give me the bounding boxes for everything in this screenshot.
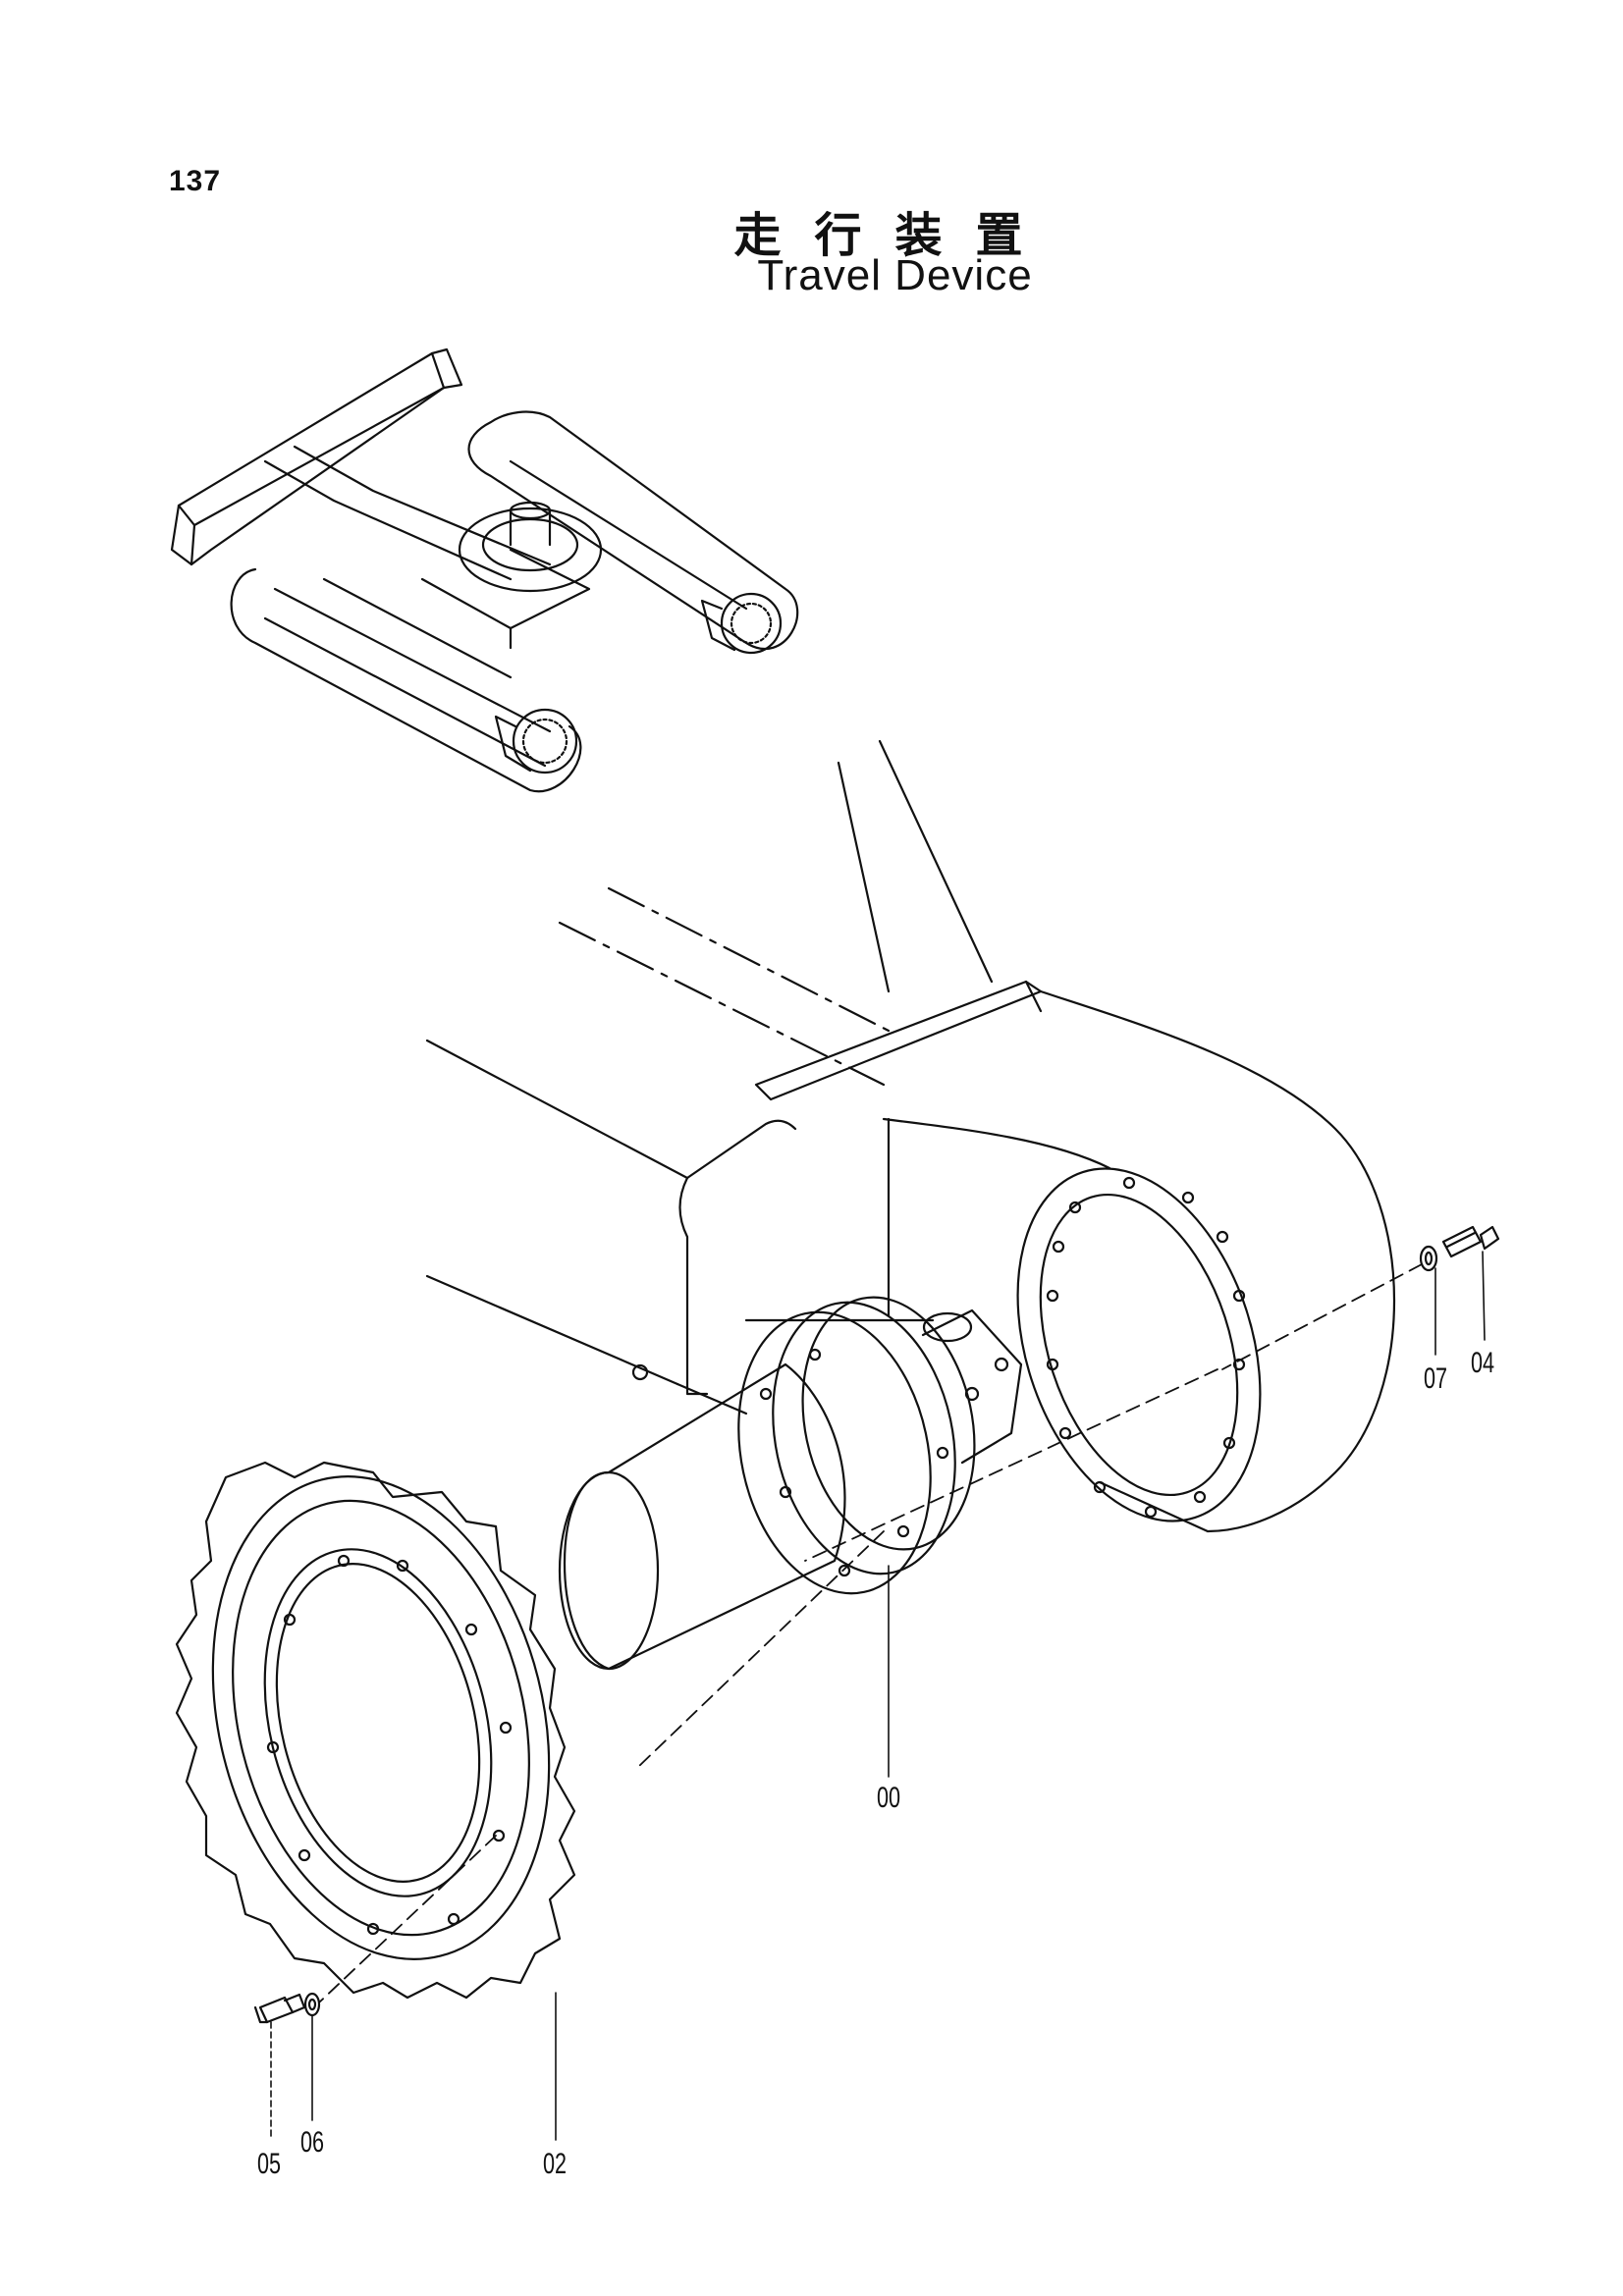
track-frame (425, 739, 1395, 1533)
callout-05: 05 (257, 2148, 282, 2180)
frame-bolt-holes (1046, 1176, 1246, 1519)
overview-sprocket-far (700, 592, 783, 655)
sprocket-bolt-holes (266, 1554, 513, 1936)
callout-06: 06 (300, 2126, 325, 2159)
travel-motor (558, 1296, 1023, 1671)
callout-07: 07 (1424, 1362, 1448, 1395)
washer-06 (303, 1992, 321, 2017)
callout-04: 04 (1471, 1347, 1495, 1379)
title-japanese: 走行装置 (733, 208, 1056, 263)
callout-02: 02 (543, 2148, 568, 2180)
undercarriage-overview (170, 347, 799, 793)
bolt-05 (253, 1993, 306, 2024)
callout-00: 00 (877, 1782, 901, 1814)
page-number: 137 (169, 165, 222, 197)
sprocket (175, 1461, 576, 2000)
overview-sprocket-near (494, 708, 578, 774)
assembly-lines (318, 1263, 1423, 2003)
bolt-04 (1441, 1225, 1500, 1258)
title-english: Travel Device (757, 251, 1033, 299)
washer-07 (1419, 1245, 1438, 1272)
leader-lines (270, 1251, 1486, 2141)
